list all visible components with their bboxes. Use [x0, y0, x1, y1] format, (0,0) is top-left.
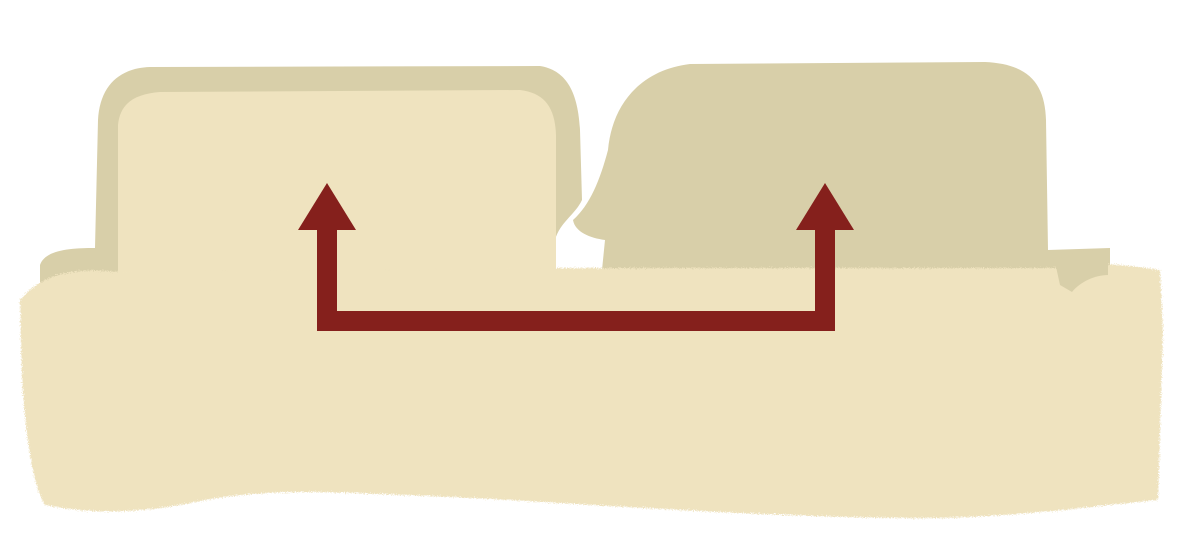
arrow-head-right-icon: [796, 183, 854, 230]
arrow-bracket: [317, 230, 835, 331]
tab-right-inactive: [573, 62, 1110, 290]
arrow-head-left-icon: [298, 183, 356, 230]
tab-left-active: [118, 90, 556, 295]
content-panel: [20, 263, 1163, 519]
tab-right-curl: [1055, 250, 1108, 292]
swap-arrow: [298, 183, 854, 331]
